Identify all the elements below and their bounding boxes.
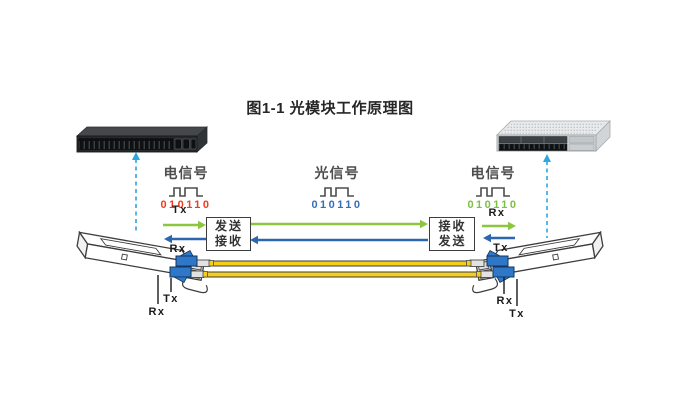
tx-arrow-left-icon xyxy=(163,220,206,230)
receive-label: 接收 xyxy=(438,219,467,233)
left-module-rx-label: Rx xyxy=(148,306,166,318)
right-electrical-bits: 010110 xyxy=(467,199,519,211)
receive-label: 接收 xyxy=(214,234,243,248)
figure-title: 图1-1 光模块工作原理图 xyxy=(0,97,660,118)
left-electrical-signal-label: 电信号 xyxy=(163,165,209,181)
rx-arrow-left-icon xyxy=(164,234,206,244)
right-module-rx-label: Rx xyxy=(496,295,514,307)
optical-path-blue-arrow-icon xyxy=(250,235,428,245)
rx-arrow-right-icon xyxy=(482,221,516,231)
right-electrical-signal-label: 电信号 xyxy=(470,165,516,181)
fiber-cables xyxy=(205,260,479,278)
left-switch-device xyxy=(75,126,209,153)
uplink-dashed-arrow-left-icon xyxy=(132,152,140,234)
square-wave-icon xyxy=(169,187,203,197)
left-lc-connectors xyxy=(169,249,214,284)
send-label: 发送 xyxy=(214,219,243,233)
square-wave-icon xyxy=(320,187,354,197)
connector-leader-lines xyxy=(157,275,518,306)
rx-flow-label-right: Rx xyxy=(488,207,506,219)
optical-path-green-arrow-icon xyxy=(249,219,428,229)
optical-signal: 光信号 010110 xyxy=(295,163,379,211)
figure-name: 光模块工作原理图 xyxy=(289,100,414,117)
optical-bits: 010110 xyxy=(311,199,363,211)
figure-number: 图1-1 xyxy=(246,100,285,117)
rx-flow-label-left: Rx xyxy=(169,243,187,255)
square-wave-icon xyxy=(476,187,510,197)
transceiver-function-box-right: 接收 发送 xyxy=(429,217,475,251)
right-server-device xyxy=(496,120,611,152)
tx-flow-label-left: Tx xyxy=(172,204,188,216)
right-lc-connectors xyxy=(466,249,515,284)
transceiver-function-box-left: 发送 接收 xyxy=(206,217,251,251)
optical-signal-label: 光信号 xyxy=(314,165,360,181)
left-electrical-signal: 电信号 010110 xyxy=(144,163,228,211)
tx-flow-label-right: Tx xyxy=(493,242,509,254)
send-label: 发送 xyxy=(438,234,467,248)
uplink-dashed-arrow-right-icon xyxy=(543,154,551,238)
left-electrical-bits: 010110 xyxy=(160,199,212,211)
left-module-tx-label: Tx xyxy=(163,293,179,305)
tx-arrow-right-icon xyxy=(483,233,515,243)
right-electrical-signal: 电信号 010110 xyxy=(451,163,535,211)
right-module-tx-label: Tx xyxy=(509,308,525,320)
